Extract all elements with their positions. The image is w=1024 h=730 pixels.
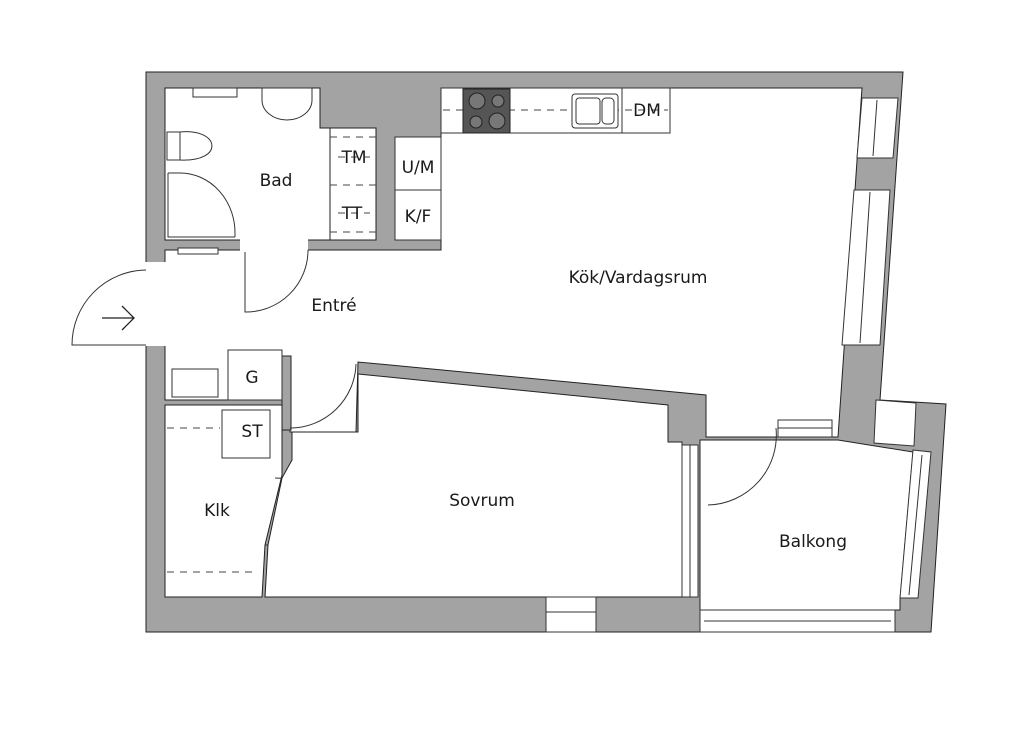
bad-door[interactable] [244, 249, 309, 313]
label-kok-vardagsrum: Kök/Vardagsrum [569, 268, 708, 288]
label-bad: Bad [260, 171, 293, 191]
washbasin-icon [261, 87, 313, 121]
window [873, 399, 917, 447]
label-kf: K/F [405, 207, 432, 227]
burner-icon [468, 92, 486, 110]
shelf [171, 368, 219, 398]
sink-basin [575, 97, 601, 125]
cabinet-um-kf [394, 136, 442, 241]
label-st: ST [241, 422, 263, 442]
bathroom-window-sill [192, 87, 238, 98]
window-pane [859, 191, 871, 344]
sovrum-door[interactable] [289, 363, 357, 429]
room-sovrum [264, 373, 683, 598]
window [841, 189, 891, 346]
balcony-door[interactable] [707, 427, 777, 506]
label-tm: TM [340, 148, 366, 168]
label-tt: TT [341, 204, 363, 224]
burner-icon [488, 112, 506, 130]
label-entre: Entré [311, 296, 356, 316]
window [856, 97, 899, 159]
label-sovrum: Sovrum [449, 491, 515, 511]
sink-basin [601, 97, 615, 125]
label-dm: DM [633, 101, 661, 121]
window-pane [872, 99, 878, 157]
room-balkong [699, 439, 914, 611]
window [545, 596, 597, 633]
klk-shelves [167, 427, 258, 573]
label-balkong: Balkong [779, 532, 847, 552]
bad-threshold [177, 247, 219, 255]
bad-doorway [240, 238, 308, 252]
burner-icon [469, 115, 483, 129]
room-bad [164, 87, 377, 241]
label-klk: Klk [204, 501, 230, 521]
label-g: G [245, 368, 258, 388]
label-um: U/M [402, 158, 435, 178]
closet-st [221, 409, 271, 459]
wall-hall-segment [281, 355, 292, 431]
burner-icon [491, 94, 505, 108]
arrow-right-icon [102, 305, 135, 331]
shower-icon [167, 172, 236, 238]
entry-door[interactable] [71, 269, 147, 346]
window-pane [908, 454, 923, 596]
toilet-icon [166, 131, 213, 161]
closet-g [227, 349, 283, 401]
entry-doorway [144, 262, 167, 346]
